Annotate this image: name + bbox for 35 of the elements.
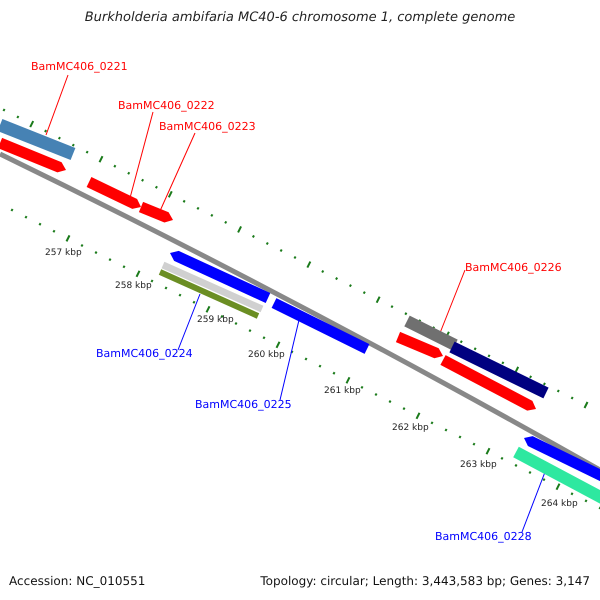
gene-feature — [440, 355, 536, 411]
gene-feature — [0, 138, 66, 172]
gene-feature — [404, 316, 458, 350]
scale-label: 260 kbp — [248, 351, 285, 360]
gene-label: BamMC406_0224 — [96, 348, 193, 359]
gene-feature — [86, 177, 141, 209]
gene-feature — [524, 436, 600, 483]
footer-text: Accession: NC_010551 — [9, 575, 146, 587]
gene-feature — [0, 119, 76, 160]
leader-line — [178, 294, 200, 350]
leader-line — [130, 112, 154, 198]
gene-label: BamMC406_0226 — [465, 262, 562, 273]
scale-label: 259 kbp — [197, 316, 234, 325]
gene-feature — [138, 202, 173, 222]
leader-line — [160, 132, 196, 212]
gene-label: BamMC406_0223 — [159, 121, 256, 132]
footer-text: Topology: circular; Length: 3,443,583 bp; Genes: 3,147 — [260, 575, 590, 587]
leader-line — [522, 472, 546, 532]
scale-label: 257 kbp — [45, 249, 82, 258]
scale-label: 261 kbp — [324, 387, 361, 396]
leader-line — [440, 270, 466, 334]
scale-label: 263 kbp — [460, 461, 497, 470]
scale-label: 258 kbp — [115, 282, 152, 291]
gene-feature — [396, 332, 443, 358]
title: Burkholderia ambifaria MC40-6 chromosome 1, complete genome — [84, 11, 516, 24]
scale-label: 262 kbp — [392, 424, 429, 433]
leader-line — [46, 74, 68, 136]
gene-label: BamMC406_0225 — [195, 399, 292, 410]
gene-feature — [170, 250, 270, 303]
leader-line — [280, 320, 300, 400]
scale-label: 264 kbp — [541, 500, 578, 509]
gene-label: BamMC406_0222 — [118, 100, 215, 111]
gene-label: BamMC406_0221 — [31, 61, 128, 72]
gene-feature — [449, 342, 549, 398]
gene-label: BamMC406_0228 — [435, 531, 532, 542]
